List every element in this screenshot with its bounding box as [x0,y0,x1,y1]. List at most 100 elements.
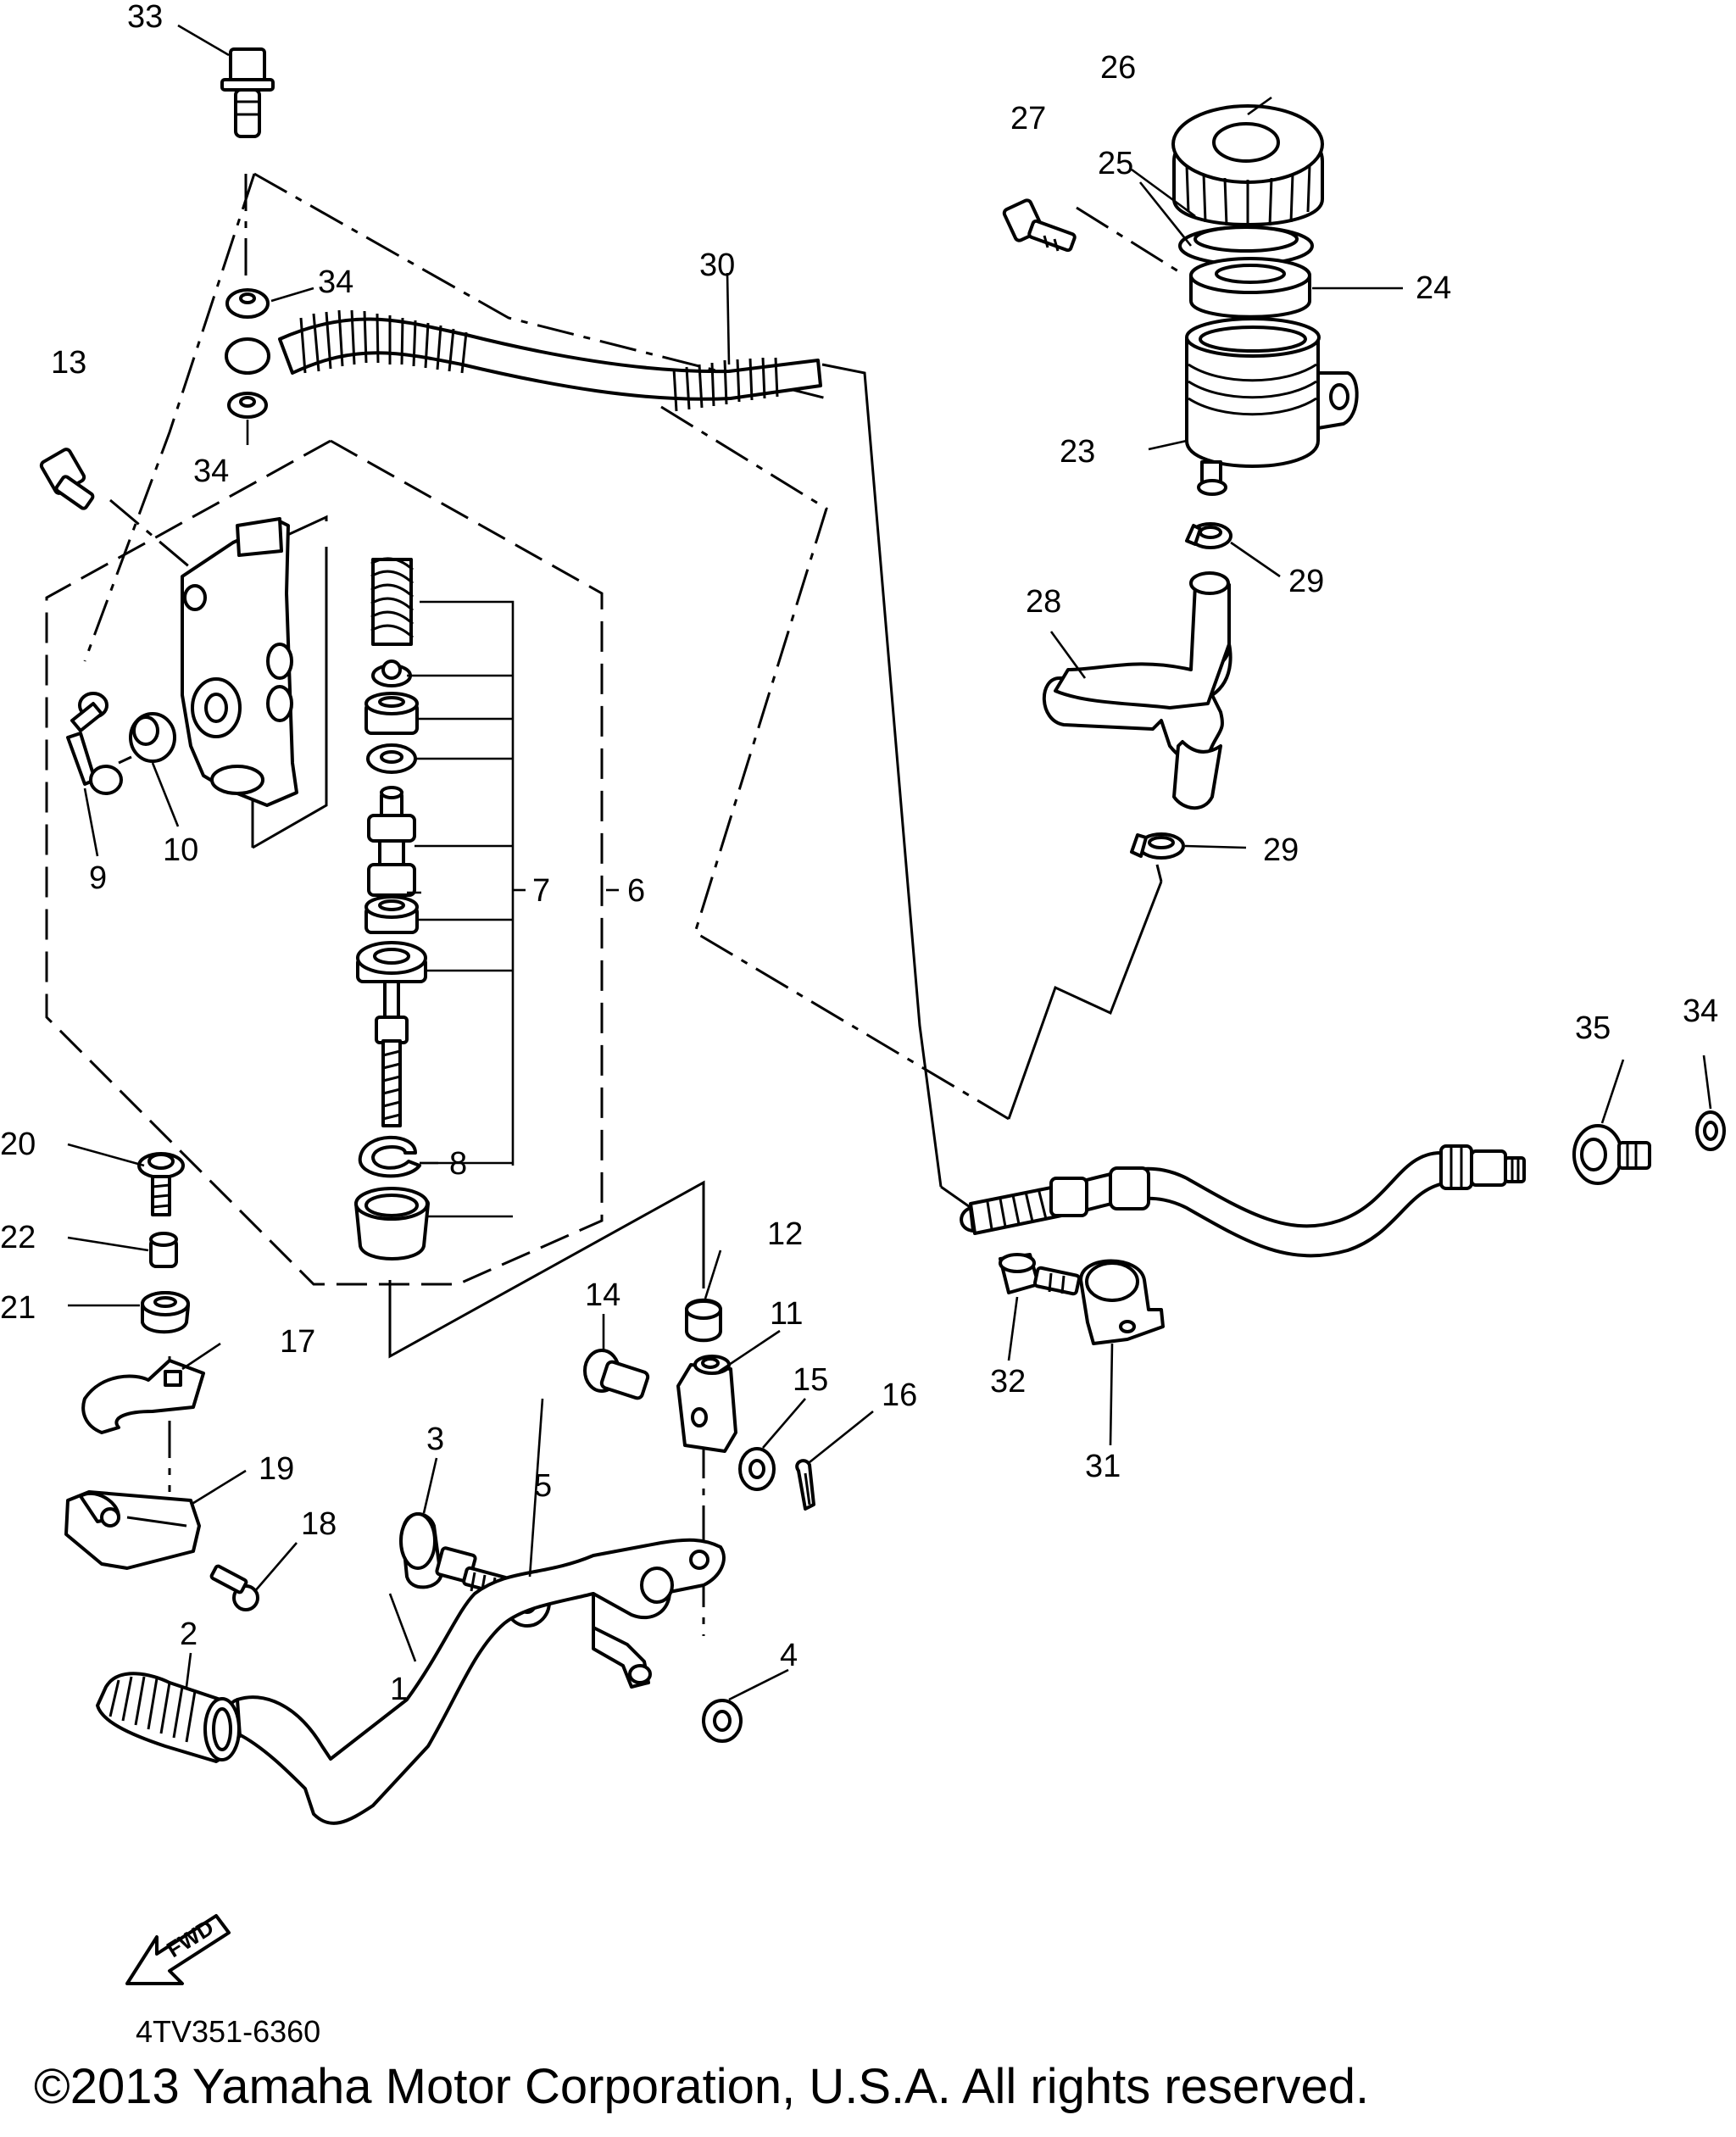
label-part-9: 9 [89,860,107,896]
hose-fitting-right [1439,1144,1526,1190]
label-part-1: 1 [390,1672,408,1707]
label-part-24: 24 [1416,270,1451,306]
washer-15 [738,1447,776,1491]
guide-lower-hose [1007,881,1163,1120]
label-part-21: 21 [0,1290,36,1326]
cotter-pin-16 [795,1459,815,1511]
guide-reservoir-hose-b [660,405,1010,1121]
master-cylinder-kit-outline [45,439,604,1286]
label-part-19: 19 [259,1451,294,1487]
label-part-22: 22 [0,1220,36,1255]
label-part-34-lower: 34 [193,454,229,489]
label-part-27: 27 [1010,101,1046,136]
label-part-11: 11 [770,1296,803,1332]
hose-fitting-left [986,1166,1150,1230]
label-part-6: 6 [627,873,645,909]
copper-washer-upper [225,288,270,319]
banjo-bolt [220,47,275,138]
label-part-18: 18 [301,1506,337,1542]
label-part-12: 12 [767,1216,803,1252]
primary-cup [364,692,419,735]
pedal-rubber-2 [96,1672,241,1763]
pushrod [356,941,427,1127]
reservoir-tank [1185,317,1359,496]
hose-guide-17 [81,1359,205,1434]
label-part-13: 13 [51,345,86,381]
brake-hose-upper [278,309,822,412]
locknut-12 [685,1298,722,1343]
label-part-34-right: 34 [1683,993,1718,1029]
copper-washer-union [1695,1110,1726,1151]
label-part-25: 25 [1098,146,1133,181]
label-part-10: 10 [163,832,198,868]
fwd-direction-arrow: FWD [125,1914,231,1985]
pivot-bolt [399,1512,509,1597]
cap-plate [1178,225,1314,266]
diaphragm [1189,257,1311,319]
label-part-31: 31 [1085,1449,1121,1484]
label-part-2: 2 [180,1617,198,1652]
cylinder-mount-bolt [39,448,95,510]
guide-bolt-13 [109,498,192,570]
reservoir-cap [1171,104,1324,227]
piston [367,786,416,897]
union-bolt [1572,1124,1651,1185]
diagram-code: 4TV351-6360 [136,2014,321,2049]
hose-clip-upper [1185,522,1232,549]
circlip [358,1135,421,1178]
label-part-15: 15 [793,1362,828,1398]
leader-lines [67,24,1712,1701]
inner-washer [366,743,417,774]
guide-pushrod-clevis [388,1180,705,1359]
label-part-14: 14 [585,1277,620,1313]
bracket-line-b [252,547,328,849]
label-part-23: 23 [1060,434,1095,470]
label-part-29-lower: 29 [1263,832,1299,868]
bracket-19 [64,1490,201,1570]
collar-22 [149,1232,178,1268]
label-part-7: 7 [532,873,550,909]
bolt-20 [137,1152,185,1216]
master-cylinder-body [181,517,298,807]
label-part-33: 33 [127,0,163,35]
guide-reservoir-hose-a [821,363,943,1188]
brake-hose-lower [960,1144,1526,1258]
assembly-guide-lines [45,172,1179,1636]
screw-18 [209,1564,259,1611]
hose-union-end [225,337,270,375]
hose-spring-guard-right [672,357,779,412]
brake-pedal [225,1538,726,1825]
guide-hose-joint [940,1185,984,1218]
bleed-screw-cap [129,712,176,763]
return-spring [370,557,415,646]
clevis-pin-14 [583,1349,650,1400]
kit-bracket [407,600,619,1218]
label-part-28: 28 [1026,584,1061,620]
spring-seat [371,659,412,687]
label-part-34-upper: 34 [318,264,353,300]
grommet-21 [141,1291,190,1334]
part-number-labels: 1 2 3 4 5 6 7 8 9 10 11 12 13 14 15 16 1… [0,0,1718,1707]
label-part-16: 16 [882,1377,917,1413]
label-part-29-upper: 29 [1288,564,1324,599]
label-part-4: 4 [780,1638,798,1673]
hose-clamp [1079,1259,1165,1345]
guide-hose-end [83,173,256,662]
reservoir-hose [1042,571,1232,810]
reservoir-bolt [1002,198,1077,253]
label-part-32: 32 [990,1364,1026,1400]
copyright-notice: ©2013 Yamaha Motor Corporation, U.S.A. A… [34,2059,1370,2114]
secondary-cup [364,895,419,934]
label-part-17: 17 [280,1324,315,1360]
clevis-11 [676,1355,737,1453]
label-part-30: 30 [699,248,735,283]
guide-stub [1155,864,1163,882]
clamp-bolt [999,1253,1081,1296]
label-part-35: 35 [1575,1010,1611,1046]
label-part-3: 3 [426,1422,444,1457]
dust-boot [354,1187,430,1260]
label-part-20: 20 [0,1127,36,1162]
label-part-8: 8 [449,1146,467,1182]
